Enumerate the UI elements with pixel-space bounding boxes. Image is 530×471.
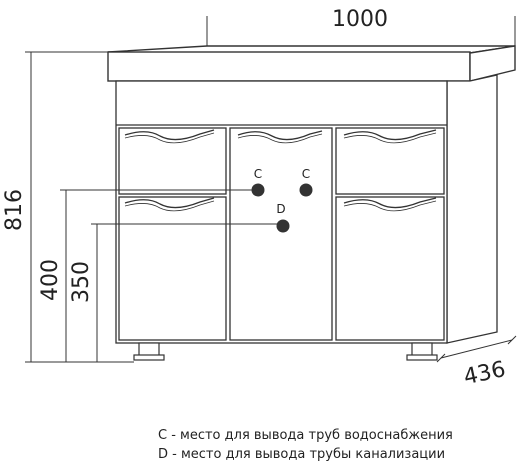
width-label: 1000 (332, 7, 388, 32)
door-right (335, 196, 445, 341)
leg-right (411, 342, 433, 357)
outlet-d-dimension (91, 223, 283, 362)
outlet-c-left: C (251, 167, 265, 197)
door-left (118, 196, 227, 341)
depth-label: 436 (462, 357, 508, 390)
outlet-c-right: C (299, 167, 313, 197)
drawer-left (118, 127, 227, 195)
countertop (107, 45, 516, 82)
outlet-d: D (276, 202, 290, 233)
legs (133, 342, 438, 361)
outlet-d-height-label: 350 (69, 261, 94, 303)
outlet-d-label: D (276, 202, 285, 216)
door-center (229, 127, 333, 341)
outlet-c-dimension (60, 189, 258, 362)
legend-water-supply: C - место для вывода труб водоснабжения (158, 428, 453, 443)
depth-dimension (436, 335, 517, 363)
height-dimension (25, 51, 134, 363)
legend-sewage: D - место для вывода трубы канализации (158, 447, 446, 462)
outlet-c-right-label: C (302, 167, 310, 181)
outlet-c-height-label: 400 (38, 259, 63, 301)
drawer-right (335, 127, 445, 195)
outlet-c-left-label: C (254, 167, 262, 181)
height-label: 816 (2, 189, 27, 231)
leg-left (138, 342, 160, 357)
